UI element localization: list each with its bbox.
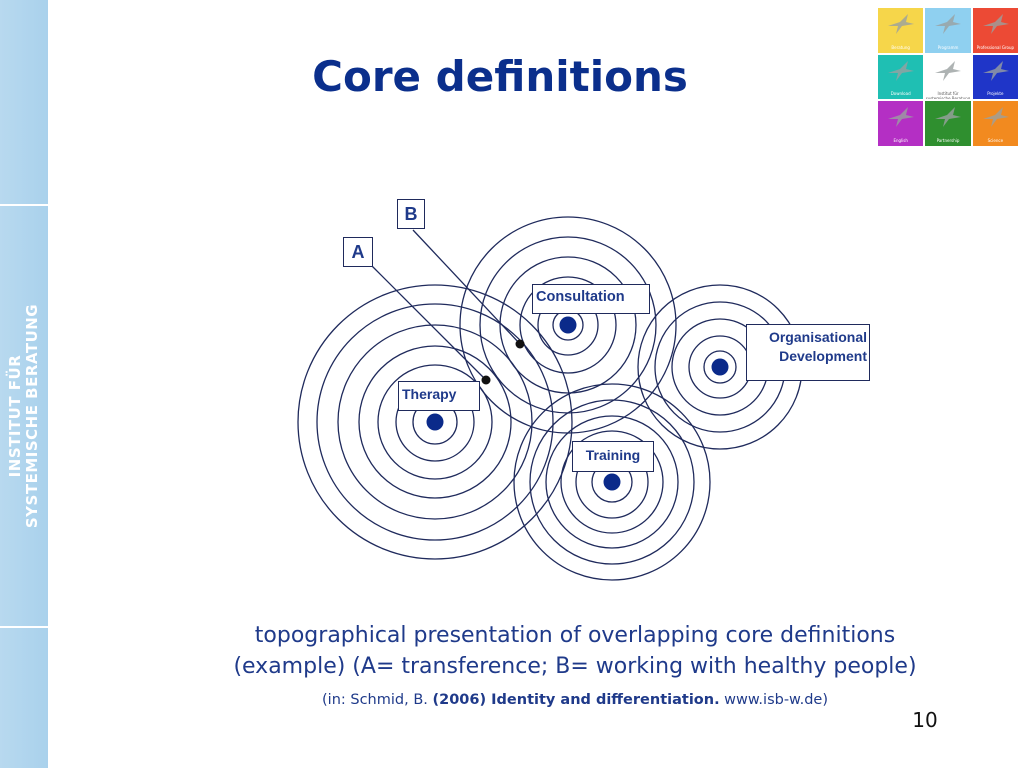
sidebar-divider-top [0, 204, 48, 206]
bird-icon [982, 60, 1009, 81]
sidebar-divider-bottom [0, 626, 48, 628]
logo-tile[interactable]: Projekte [972, 54, 1018, 100]
training-ring [560, 430, 664, 534]
organisational-ring [703, 350, 737, 384]
training-label: Training [572, 441, 654, 472]
training-center-dot [603, 473, 621, 491]
slide-title: Core definitions [312, 52, 688, 101]
training-ring [529, 399, 695, 565]
organisational-line-2: Development [779, 348, 867, 364]
logo-grid[interactable]: Beratung Programm Professional Group Dow… [878, 8, 1018, 146]
caption-line-1: topographical presentation of overlappin… [254, 623, 896, 648]
logo-tile-label: Projekte [987, 91, 1004, 97]
sidebar-band: INSTITUT FÜR SYSTEMISCHE BERATUNG [0, 0, 48, 768]
bird-icon [982, 107, 1009, 128]
bird-icon [888, 107, 914, 128]
citation-suffix: www.isb-w.de) [719, 692, 828, 708]
logo-tile-label: English [893, 138, 908, 143]
logo-tile[interactable]: English [878, 101, 924, 146]
bird-icon [935, 60, 962, 81]
therapy-ring [316, 303, 554, 541]
logo-tile-label: Partnership [936, 138, 960, 143]
logo-tile-label: Professional Group [976, 44, 1015, 50]
logo-tile[interactable]: Beratung [878, 8, 924, 53]
logo-tile-label: Institut für systemische Beratung [925, 90, 971, 100]
logo-tile[interactable]: Institut für systemische Beratung [925, 54, 971, 100]
training-ring [545, 415, 679, 549]
therapy-center-dot [426, 413, 444, 431]
therapy-label: Therapy [398, 381, 480, 411]
bird-icon [935, 107, 962, 128]
logo-tile[interactable]: Download [878, 54, 924, 100]
therapy-ring [337, 324, 533, 520]
organisational-development-label: Organisational Development [746, 324, 870, 381]
therapy-ring [358, 345, 512, 499]
consultation-center-dot [559, 316, 577, 334]
pointer-line-b [412, 229, 521, 345]
bird-icon [888, 60, 914, 81]
caption-line-2: (example) (A= transference; B= working w… [233, 654, 917, 679]
citation-prefix: (in: Schmid, B. [322, 692, 433, 708]
bird-icon [982, 14, 1009, 34]
diagram-caption: topographical presentation of overlappin… [200, 620, 950, 682]
consultation-label: Consultation [532, 284, 650, 314]
logo-tile-label: Programm [937, 44, 959, 50]
therapy-ring [297, 284, 573, 560]
bird-icon [935, 14, 962, 34]
citation: (in: Schmid, B. (2006) Identity and diff… [200, 692, 950, 708]
citation-bold: (2006) Identity and differentiation. [432, 692, 720, 708]
consultation-ring [499, 256, 637, 394]
organisational-line-1: Organisational [768, 329, 867, 345]
pointer-dot-b [515, 339, 525, 349]
logo-tile-label: Download [890, 91, 911, 97]
logo-tile[interactable]: Science [972, 101, 1018, 146]
logo-tile-label: Beratung [891, 44, 910, 50]
consultation-ring [519, 276, 617, 374]
logo-tile[interactable]: Professional Group [972, 8, 1018, 53]
marker-a-label: A [343, 237, 373, 267]
logo-tile[interactable]: Partnership [925, 101, 971, 146]
logo-tile[interactable]: Programm [925, 8, 971, 53]
logo-tile-label: Science [987, 138, 1004, 143]
pointer-dot-a [481, 375, 491, 385]
training-ring [513, 383, 711, 581]
pointer-line-a [371, 265, 487, 381]
marker-b-label: B [397, 199, 425, 229]
page-number: 10 [912, 708, 938, 732]
therapy-ring [377, 364, 493, 480]
bird-icon [888, 14, 914, 34]
organisational-center-dot [711, 358, 729, 376]
